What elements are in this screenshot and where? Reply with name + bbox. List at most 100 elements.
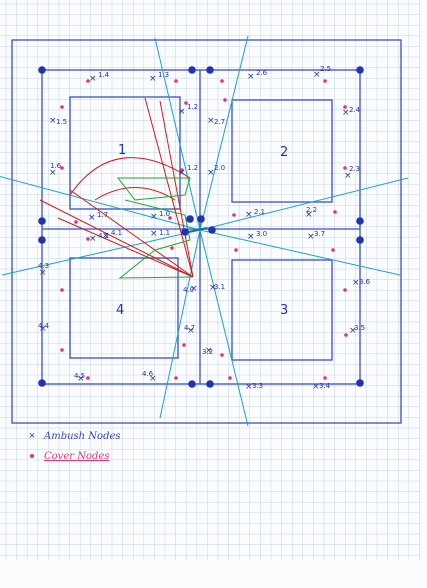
pink-dot-icon (86, 237, 90, 241)
graph-grid (0, 0, 420, 560)
ambush-node-label: 3.2 (202, 348, 213, 356)
x-mark-icon: × (349, 326, 357, 336)
sight-line (1, 229, 201, 276)
ambush-node: ×3.1 (209, 283, 225, 293)
x-mark-icon: × (207, 116, 215, 126)
corner-node (38, 217, 46, 225)
ambush-node-label: 3.6 (359, 278, 371, 286)
ambush-nodes-layer: ×1.4×1.3×1.5×1.2×1.2×1.6×1.7×1.0×1.1×2.6… (38, 65, 371, 392)
sight-lines (0, 35, 409, 427)
pink-dot-icon (343, 105, 347, 109)
pink-dot-icon (180, 168, 184, 172)
ambush-node: ×2.4 (342, 106, 361, 118)
pink-dot-icon (60, 288, 64, 292)
ambush-node: ×1.2 (178, 103, 198, 117)
ambush-node: ×3.4 (312, 382, 331, 392)
room-2-walls (231, 99, 333, 203)
ambush-node-label: 1.2 (187, 103, 198, 111)
x-mark-icon: × (209, 283, 217, 293)
corner-nodes-layer (38, 66, 364, 388)
ambush-node-label: 4.4 (38, 322, 50, 330)
red-fan-line (57, 217, 194, 278)
x-mark-icon: × (150, 229, 158, 239)
ambush-node: ×3.0 (247, 230, 267, 242)
sight-line (199, 229, 249, 427)
ambush-node: ×2.1 (245, 208, 265, 220)
ambush-node-label: 4.5 (74, 372, 85, 380)
pink-dot-icon (228, 376, 232, 380)
ambush-node: ×2.5 (313, 65, 331, 80)
x-mark-icon: × (247, 232, 255, 242)
x-mark-icon: × (49, 168, 57, 178)
x-mark-icon: × (207, 168, 215, 178)
ambush-node-label: 2.3 (349, 165, 360, 173)
ambush-node-label: 3.5 (354, 324, 365, 332)
pink-dot-icon (170, 246, 174, 250)
x-mark-icon: × (49, 116, 57, 126)
x-mark-icon: × (352, 278, 360, 288)
red-arc (69, 157, 191, 196)
cover-nodes-layer (60, 79, 348, 380)
x-mark-icon: × (28, 430, 36, 442)
outer-boundary (11, 39, 402, 424)
ambush-node-label: 1.4 (98, 71, 110, 79)
x-mark-icon: × (89, 234, 97, 244)
sight-line (154, 37, 201, 231)
x-mark-icon: × (178, 168, 186, 178)
x-mark-icon: × (39, 324, 47, 334)
x-mark-icon: × (178, 107, 186, 117)
x-mark-icon: × (205, 346, 213, 356)
ambush-node: ×4.5 (74, 372, 85, 384)
ambush-node-label: 2.4 (349, 106, 361, 114)
pink-dot-icon (220, 353, 224, 357)
ambush-node: ×1.3 (149, 71, 169, 84)
pink-dot-icon (234, 248, 238, 252)
corner-node (356, 236, 364, 244)
room-3-walls (231, 259, 333, 361)
pink-dot-icon (60, 105, 64, 109)
red-fan-lines (39, 97, 194, 278)
corner-node (38, 236, 46, 244)
pink-dot-icon (60, 166, 64, 170)
pink-dot-icon (86, 376, 90, 380)
sight-line (159, 229, 201, 419)
red-fan-line (39, 199, 194, 278)
green-view-region (116, 177, 194, 279)
ambush-node: ×4.3 (38, 262, 49, 278)
red-fan-line (159, 100, 194, 278)
ambush-node: ×1.6 (49, 162, 62, 178)
ambush-node-label: 4.0 (183, 286, 194, 294)
pink-dot-icon (323, 79, 327, 83)
corner-node (356, 66, 364, 74)
x-mark-icon: × (305, 210, 313, 220)
ambush-node: ×3.6 (352, 278, 371, 288)
sight-line (199, 35, 249, 231)
ambush-node: ×4.4 (38, 322, 50, 334)
legend-ambush-label: Ambush Nodes (44, 430, 121, 442)
x-mark-icon: × (190, 284, 198, 294)
ambush-node: ×4.1 (102, 229, 122, 241)
sight-line (199, 177, 409, 231)
ambush-node: ×2.6 (247, 69, 268, 82)
pink-dot-icon (184, 101, 188, 105)
room-label: 2 (280, 145, 288, 160)
pink-dot-icon (168, 216, 172, 220)
ambush-node-label: 3.7 (314, 230, 325, 238)
room-label: 3 (280, 303, 288, 318)
pink-dot-icon (174, 79, 178, 83)
pink-dot-icon (223, 98, 227, 102)
wall-outlines (11, 39, 402, 424)
ambush-node-label: 1.5 (56, 118, 67, 126)
ambush-node: ×3.7 (307, 230, 325, 242)
ambush-node-label: 2.2 (306, 206, 317, 214)
ambush-node-label: 1.3 (158, 71, 169, 79)
ambush-node-label: 1.0 (159, 210, 170, 218)
corner-node (38, 379, 46, 387)
x-mark-icon: × (245, 210, 253, 220)
pink-dot-icon (74, 220, 78, 224)
pink-dot-icon (333, 210, 337, 214)
ambush-node-label: 1.7 (97, 211, 108, 219)
corner-node (206, 66, 214, 74)
